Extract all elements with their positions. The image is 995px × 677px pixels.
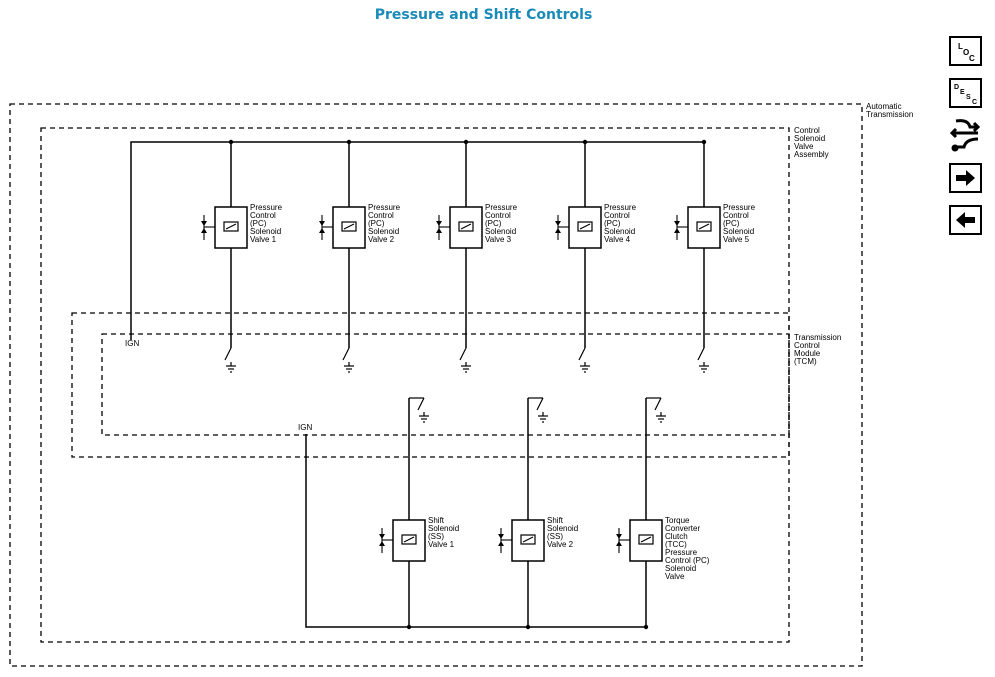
ign-label-upper: IGN <box>125 339 139 348</box>
page-title: Pressure and Shift Controls <box>374 7 593 23</box>
automatic-transmission-boundary <box>9 103 863 667</box>
control-solenoid-assembly-label: Control Solenoid Valve Assembly <box>794 126 829 159</box>
tcm-outer-boundary <box>71 312 790 458</box>
location-button[interactable]: L O C <box>949 36 982 66</box>
description-button[interactable]: D E S C <box>949 78 982 108</box>
automatic-transmission-label: Automatic Transmission <box>866 102 913 119</box>
ign-feed-lower <box>305 434 645 628</box>
desc-letter-d: D <box>954 84 959 91</box>
tcm-label: Transmission Control Module (TCM) <box>794 333 844 366</box>
ign-label-lower: IGN <box>298 423 312 432</box>
desc-letter-e: E <box>960 89 965 96</box>
desc-letter-c: C <box>972 99 977 106</box>
schematic-connector-icon <box>949 119 981 152</box>
next-button[interactable] <box>949 163 982 193</box>
schematic-connector-button[interactable] <box>948 117 983 155</box>
ign-feed-upper <box>130 141 704 340</box>
loc-letter-o: O <box>963 48 969 57</box>
tcm-inner-boundary <box>101 333 790 436</box>
arrow-left-icon <box>956 212 975 228</box>
desc-letter-s: S <box>966 94 971 101</box>
previous-button[interactable] <box>949 205 982 235</box>
control-solenoid-assembly-boundary <box>40 127 790 643</box>
loc-letter-c: C <box>969 54 975 63</box>
arrow-right-icon <box>956 170 975 186</box>
loc-letter-l: L <box>958 42 963 51</box>
